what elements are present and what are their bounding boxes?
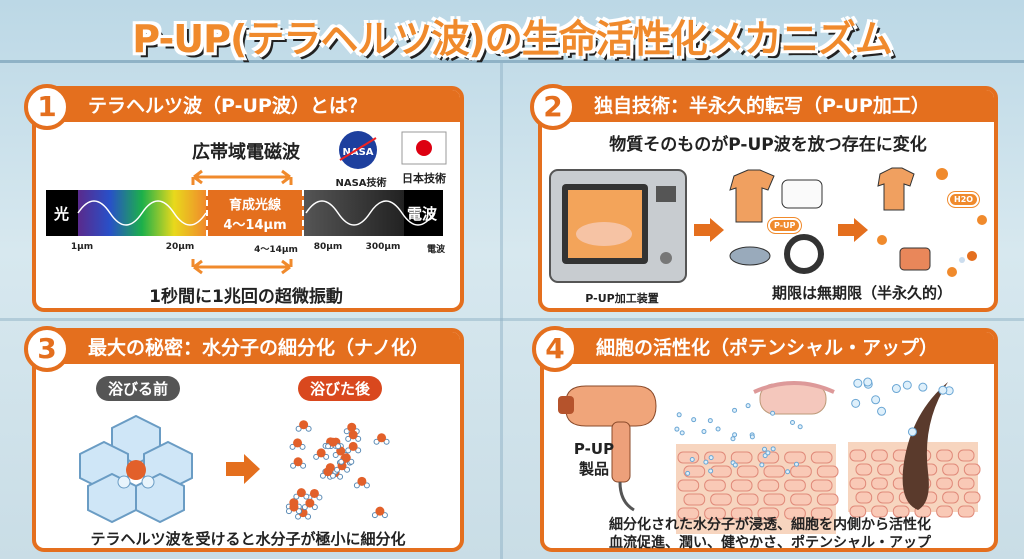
spectrum-left-label: 光 [54,205,70,223]
nano-water-molecules-icon [285,420,390,520]
panel-heading: テラヘルツ波（P-UP波）とは？ [36,90,460,122]
panel-cell-activation: 細胞の活性化（ポテンシャル・アップ） 4 P-UP 製品 細分化された水分子が浸… [532,326,998,552]
panel-subtitle: 物質そのものがP-UP波を放つ存在に変化 [609,135,927,155]
spectrum-bar: 光 電波 育成光線 4〜14μm [46,190,443,236]
water-molecule [293,488,310,500]
growth-ray-title: 育成光線 [228,198,282,213]
band-title: 広帯域電磁波 [192,142,300,163]
panel-caption: 期限は無期限（半永久的） [771,284,953,302]
panel-heading: 細胞の活性化（ポテンシャル・アップ） [544,332,994,364]
water-molecule [295,420,312,432]
nasa-logo-icon: NASA [339,131,377,169]
tick-label: 20μm [165,242,195,252]
wave-icon [77,200,435,226]
hair-follicle-icon [848,377,981,518]
skin-cells-icon [674,403,839,534]
water-molecule [345,441,362,454]
svg-text:NASA: NASA [342,147,373,158]
panel-terahertz: テラヘルツ波（P-UP波）とは？ 1 広帯域電磁波 NASA NASA技術 日本… [24,84,464,312]
water-molecule [345,430,362,442]
water-molecule [325,437,342,450]
tick-label: 電波 [426,245,446,255]
before-badge: 浴びる前 [96,376,181,401]
tick-label: 80μm [313,242,343,252]
tick-label: 300μm [365,242,401,252]
panel-number: 3 [24,326,70,372]
background-line [500,60,503,559]
panel-caption-2: 血流促進、潤い、健やかさ、ポテンシャル・アップ [609,535,931,551]
hair-dryer-icon [558,385,657,512]
arrow-right-icon [838,218,868,242]
panel-heading: 独自技術：半永久的転写（P-UP加工） [542,90,994,122]
water-molecule [285,502,302,515]
water-cluster-icon [79,414,193,524]
water-molecule [338,453,355,465]
panel-caption-1: 細分化された水分子が浸透、細胞を内側から活性化 [609,517,931,533]
device-label: P-UP加工装置 [585,292,659,305]
water-molecule [290,457,307,469]
eye-mask-icon [753,381,835,415]
panel-caption: 1秒間に1兆回の超微振動 [149,287,343,307]
panel-number: 4 [532,326,578,372]
emitting-items-icon [877,167,987,277]
japan-label: 日本技術 [402,172,446,185]
page-title: P-UP(テラヘルツ波)の生命活性化メカニズム [132,17,892,61]
panel-heading: 最大の秘密：水分子の細分化（ナノ化） [36,332,460,364]
water-molecule [301,498,318,511]
processed-items-icon [729,169,824,274]
background-line [0,318,1024,321]
after-badge: 浴びた後 [298,376,383,401]
water-molecule [371,506,388,519]
water-molecule [343,422,360,435]
arrow-right-icon [694,218,724,242]
growth-ray-band [206,190,304,236]
panel-number: 2 [530,84,576,130]
arrow-right-icon [226,454,260,484]
water-molecule [319,467,336,479]
panel-transfer: 独自技術：半永久的転写（P-UP加工） 2 物質そのものがP-UP波を放つ存在に… [530,84,998,312]
p-up-wave-badge: P-UP [770,220,800,231]
water-molecule [373,433,390,445]
product-label-line: P-UP [573,440,615,458]
h2o-wave-badge: H2O [950,194,978,205]
panel-caption: テラヘルツ波を受けると水分子が極小に細分化 [90,530,406,548]
double-arrow-icon [191,259,293,275]
water-molecule [306,488,323,501]
growth-ray-range: 4〜14μm [223,218,287,233]
panel-number: 1 [24,84,70,130]
microwave-device-icon [549,169,687,283]
spectrum-right-label: 電波 [406,205,437,223]
background-line [0,60,1024,63]
product-label-line: 製品 [578,460,610,478]
water-molecule [353,476,370,489]
nasa-label: NASA技術 [335,178,387,189]
tick-label: 1μm [70,242,94,252]
double-arrow-icon [191,169,293,185]
water-molecule [313,448,330,460]
tick-label: 4〜14μm [254,245,298,255]
panel-nano-water: 最大の秘密：水分子の細分化（ナノ化） 3 浴びる前 浴びた後 テラヘルツ波を受け… [24,326,464,552]
water-molecule [289,438,306,450]
japan-flag-icon [401,131,447,165]
far-infrared-band [304,190,404,236]
